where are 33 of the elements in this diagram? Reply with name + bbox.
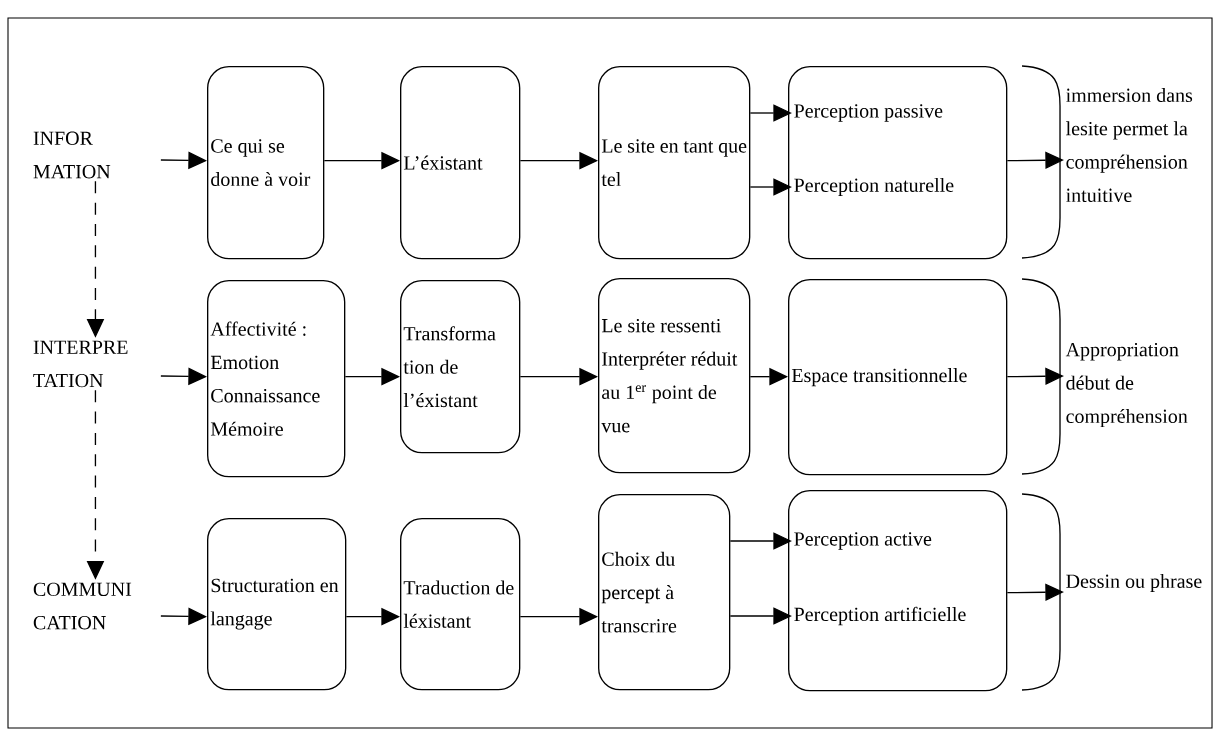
arrow	[519, 367, 598, 386]
arrow	[749, 367, 788, 386]
outcome-text: Appropriation début de compréhension	[1065, 342, 1188, 428]
arrow	[749, 104, 792, 122]
process-box: Transforma tion de l’éxistant	[400, 280, 521, 454]
perception-label: Perception active	[794, 532, 932, 550]
stage-label: COMMUNI CATION	[33, 582, 132, 630]
arrow	[345, 607, 400, 626]
process-box: Espace transitionnelle	[788, 279, 1008, 476]
arrow	[729, 607, 792, 625]
process-box: L’éxistant	[400, 66, 521, 260]
arrow	[519, 151, 598, 170]
process-box: Le site en tant que tel	[598, 66, 751, 260]
arrow	[749, 178, 792, 196]
process-box	[788, 490, 1008, 692]
process-box: Structuration en langage	[207, 518, 347, 691]
stage-label: INTERPRE TATION	[33, 340, 128, 388]
arrow	[323, 151, 400, 170]
arrow	[344, 367, 400, 386]
process-box: Ce qui se donne à voir	[207, 66, 325, 260]
process-box: Traduction de léxistant	[400, 518, 521, 691]
arrow	[519, 607, 598, 626]
process-box: Affectivité : Emotion Connaissance Mémoire	[207, 280, 346, 478]
arrow	[729, 532, 792, 550]
perception-label: Perception passive	[794, 104, 943, 122]
stage-label: INFOR MATION	[33, 131, 111, 179]
process-box	[788, 66, 1008, 260]
outcome-text: Dessin ou phrase	[1066, 573, 1202, 593]
process-box: Le site ressenti Interpréter réduit au 1$^{er}$ point de vue	[598, 278, 751, 474]
perception-label: Perception naturelle	[794, 177, 954, 197]
outcome-text: immersion dans lesite permet la compréhension intuitive	[1066, 88, 1193, 203]
process-box: Choix du percept à transcrire	[598, 494, 731, 691]
perception-label: Perception artificielle	[794, 606, 966, 626]
